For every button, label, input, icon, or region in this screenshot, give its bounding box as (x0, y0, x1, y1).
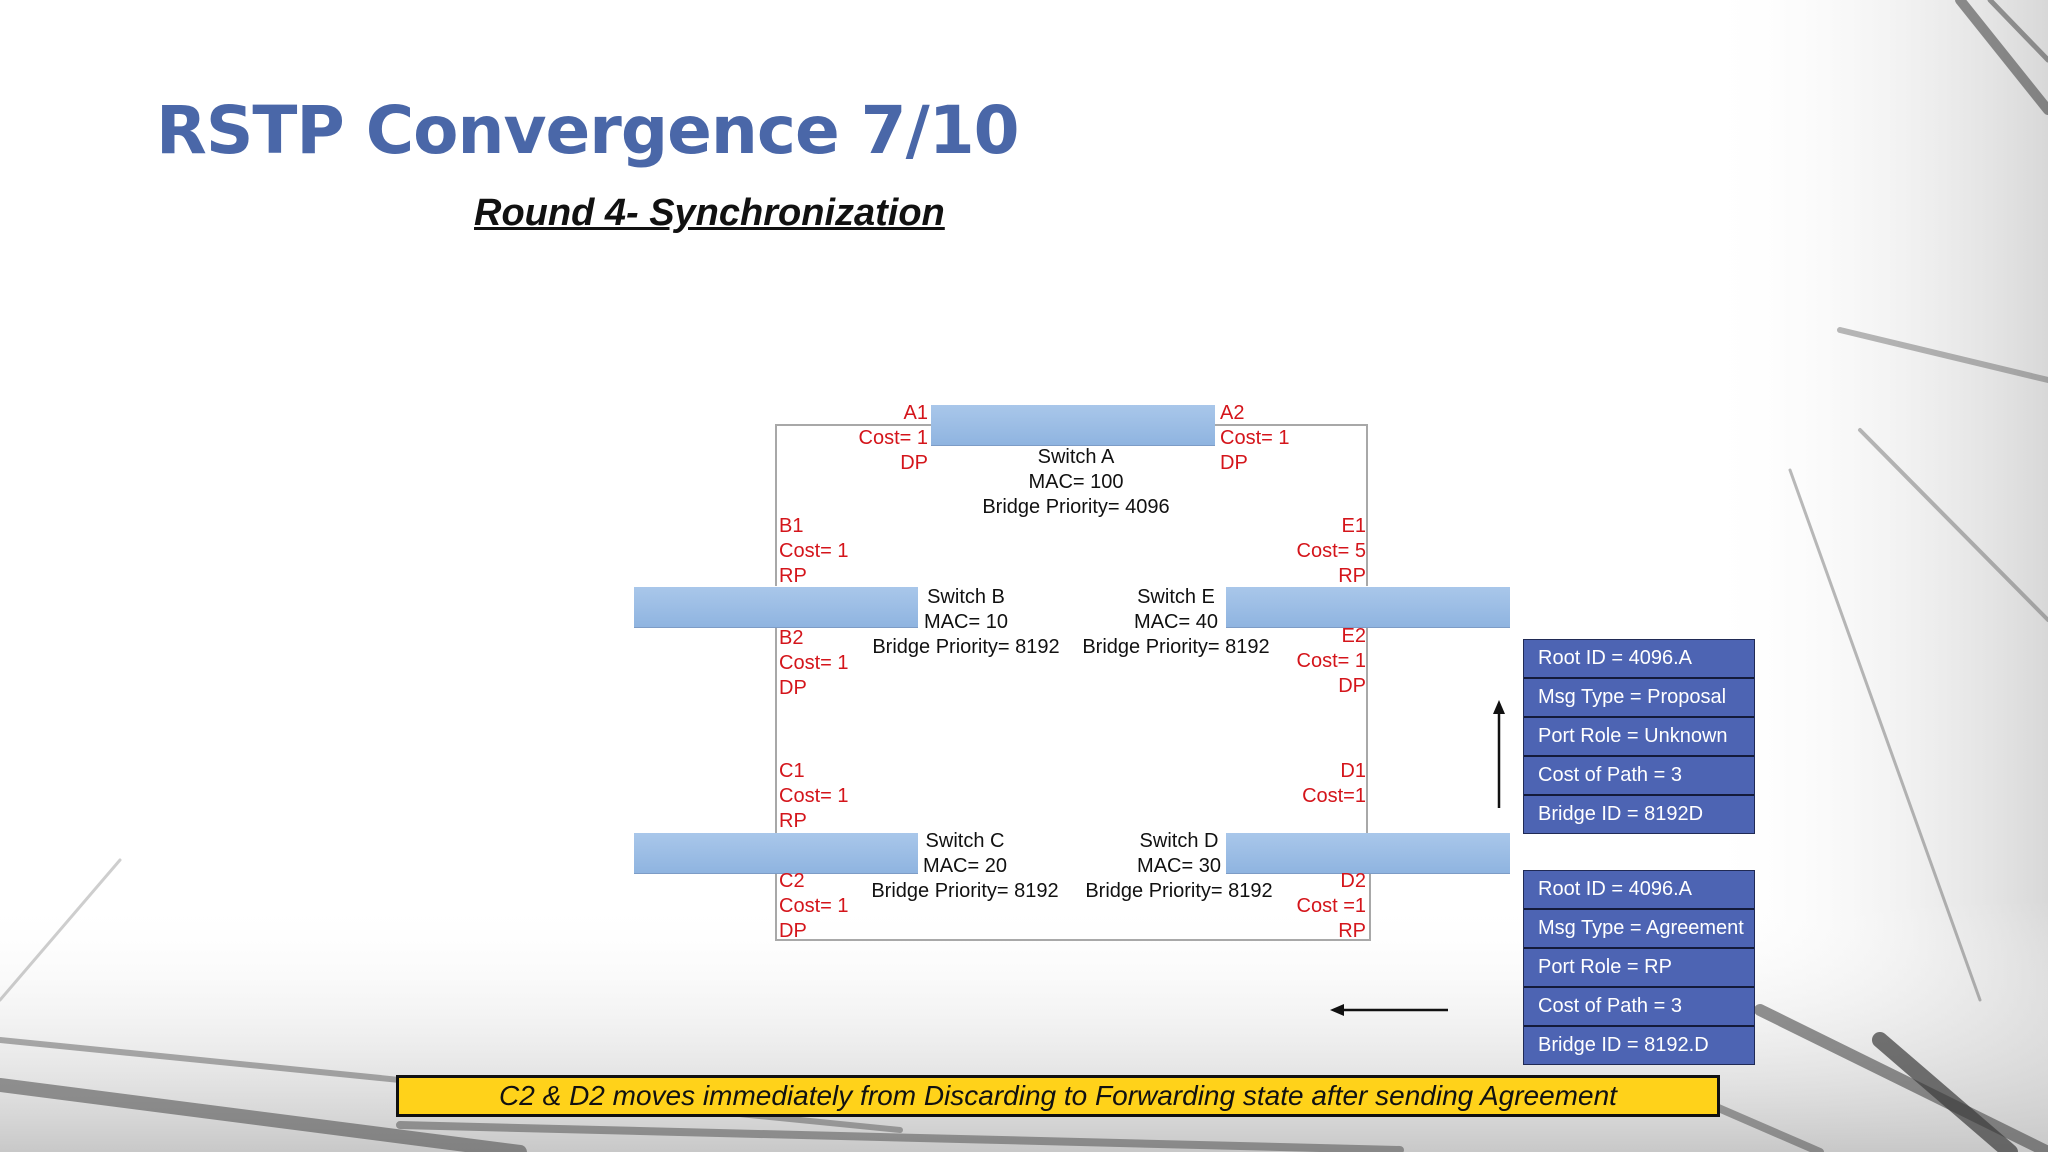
port-c2-cost: Cost= 1 (779, 895, 849, 917)
switch-b-label: Switch B MAC= 10 Bridge Priority= 8192 (856, 585, 1076, 660)
switch-b-mac: MAC= 10 (924, 611, 1008, 633)
switch-d-name: Switch D (1139, 830, 1219, 852)
port-a2-label: A2 Cost= 1 DP (1220, 401, 1320, 476)
port-b1-label: B1 Cost= 1 RP (779, 514, 879, 589)
port-d1-cost: Cost=1 (1302, 785, 1366, 807)
port-e1-id: E1 (1341, 515, 1366, 537)
switch-b-priority: Bridge Priority= 8192 (872, 636, 1060, 658)
port-e2-id: E2 (1341, 625, 1366, 647)
port-c1-id: C1 (779, 760, 805, 782)
bpdu-proposal-root-id: Root ID = 4096.A (1538, 647, 1692, 669)
bpdu-agreement-bridge-id: Bridge ID = 8192.D (1524, 1025, 1754, 1064)
slide-title: RSTP Convergence 7/10 (156, 92, 1020, 169)
port-b1-role: RP (779, 565, 807, 587)
switch-a-name: Switch A (1037, 446, 1115, 468)
switch-e-label: Switch E MAC= 40 Bridge Priority= 8192 (1066, 585, 1286, 660)
port-b1-cost: Cost= 1 (779, 540, 849, 562)
port-c2-label: C2 Cost= 1 DP (779, 869, 879, 944)
port-c2-role: DP (779, 920, 807, 942)
port-b2-cost: Cost= 1 (779, 652, 849, 674)
port-d1-id: D1 (1340, 760, 1366, 782)
port-d2-role: RP (1338, 920, 1366, 942)
link-left-middle (775, 627, 777, 833)
bpdu-proposal-port-role: Port Role = Unknown (1524, 716, 1754, 755)
switch-e-name: Switch E (1137, 586, 1215, 608)
switch-d-bar[interactable] (1226, 833, 1510, 874)
link-right-lower (1369, 873, 1371, 941)
switch-a-bar[interactable] (931, 405, 1215, 446)
switch-d-priority: Bridge Priority= 8192 (1085, 880, 1273, 902)
bpdu-agreement-port-role: Port Role = RP (1524, 947, 1754, 986)
link-right-middle (1366, 627, 1368, 833)
port-e1-label: E1 Cost= 5 RP (1266, 514, 1366, 589)
bpdu-proposal-msg-type: Msg Type = Proposal (1524, 677, 1754, 716)
port-d1-label: D1 Cost=1 (1266, 759, 1366, 809)
port-b2-label: B2 Cost= 1 DP (779, 626, 879, 701)
bpdu-proposal-bridge-id: Bridge ID = 8192D (1524, 794, 1754, 833)
port-a2-id: A2 (1220, 402, 1245, 424)
switch-b-bar[interactable] (634, 587, 918, 628)
port-c1-label: C1 Cost= 1 RP (779, 759, 879, 834)
bpdu-proposal-cost-of-path: Cost of Path = 3 (1524, 755, 1754, 794)
switch-a-label: Switch A MAC= 100 Bridge Priority= 4096 (926, 445, 1226, 520)
switch-a-priority: Bridge Priority= 4096 (982, 496, 1170, 518)
port-a2-role: DP (1220, 452, 1248, 474)
port-c1-role: RP (779, 810, 807, 832)
switch-e-mac: MAC= 40 (1134, 611, 1218, 633)
port-e1-role: RP (1338, 565, 1366, 587)
bpdu-proposal-box: Root ID = 4096.A Msg Type = Proposal Por… (1523, 639, 1755, 834)
switch-a-mac: MAC= 100 (1028, 471, 1124, 493)
port-a2-cost: Cost= 1 (1220, 427, 1290, 449)
port-e2-label: E2 Cost= 1 DP (1266, 624, 1366, 699)
switch-c-name: Switch C (925, 830, 1005, 852)
port-c1-cost: Cost= 1 (779, 785, 849, 807)
switch-c-mac: MAC= 20 (923, 855, 1007, 877)
port-b2-role: DP (779, 677, 807, 699)
bpdu-agreement-root-id: Root ID = 4096.A (1538, 878, 1692, 900)
port-d2-label: D2 Cost =1 RP (1266, 869, 1366, 944)
port-a1-cost: Cost= 1 (858, 427, 928, 449)
port-e1-cost: Cost= 5 (1296, 540, 1366, 562)
link-right-upper (1366, 424, 1368, 586)
switch-d-mac: MAC= 30 (1137, 855, 1221, 877)
switch-c-priority: Bridge Priority= 8192 (871, 880, 1059, 902)
port-a1-label: A1 Cost= 1 DP (828, 401, 928, 476)
link-left-upper (775, 424, 777, 586)
port-e2-cost: Cost= 1 (1296, 650, 1366, 672)
port-b2-id: B2 (779, 627, 804, 649)
port-d2-cost: Cost =1 (1296, 895, 1366, 917)
link-bottom (775, 939, 1371, 941)
switch-e-priority: Bridge Priority= 8192 (1082, 636, 1270, 658)
port-b1-id: B1 (779, 515, 804, 537)
switch-d-label: Switch D MAC= 30 Bridge Priority= 8192 (1069, 829, 1289, 904)
link-left-lower (775, 873, 777, 941)
switch-e-bar[interactable] (1226, 587, 1510, 628)
slide-subtitle: Round 4- Synchronization (474, 192, 945, 234)
arrow-up-icon (1493, 700, 1505, 808)
switch-c-label: Switch C MAC= 20 Bridge Priority= 8192 (855, 829, 1075, 904)
port-c2-id: C2 (779, 870, 805, 892)
footer-note-banner: C2 & D2 moves immediately from Discardin… (396, 1075, 1720, 1117)
port-d2-id: D2 (1340, 870, 1366, 892)
arrow-left-icon (1330, 1004, 1448, 1016)
switch-b-name: Switch B (927, 586, 1005, 608)
switch-c-bar[interactable] (634, 833, 918, 874)
bpdu-agreement-cost-of-path: Cost of Path = 3 (1524, 986, 1754, 1025)
port-a1-role: DP (900, 452, 928, 474)
bpdu-agreement-box: Root ID = 4096.A Msg Type = Agreement Po… (1523, 870, 1755, 1065)
port-a1-id: A1 (903, 402, 928, 424)
port-e2-role: DP (1338, 675, 1366, 697)
bpdu-agreement-msg-type: Msg Type = Agreement (1524, 908, 1754, 947)
